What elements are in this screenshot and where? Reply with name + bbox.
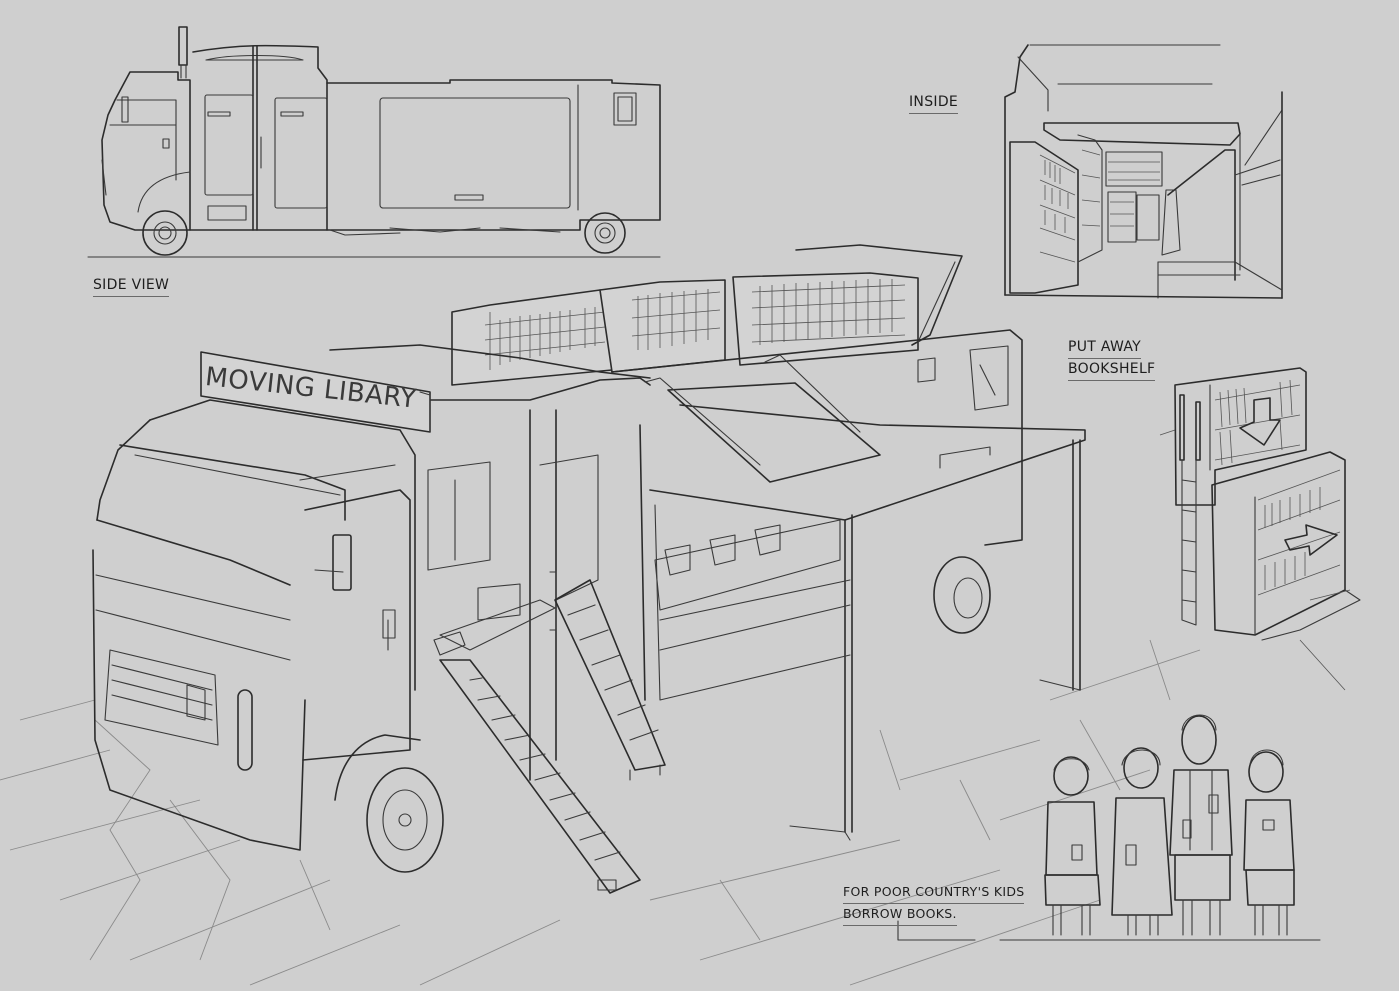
side-view-label: SIDE VIEW <box>93 275 170 297</box>
kids-caption-line1: FOR POOR COUNTRY'S KIDS <box>843 882 1025 904</box>
put-away-bookshelf-drawing <box>1160 368 1360 690</box>
kids-caption: FOR POOR COUNTRY'S KIDS BORROW BOOKS. <box>843 882 1025 926</box>
kid-3 <box>1170 715 1232 935</box>
kid-1 <box>1045 757 1100 935</box>
side-view-label-text: SIDE VIEW <box>93 275 170 297</box>
inside-label: INSIDE <box>909 92 959 114</box>
put-away-label-line1: PUT AWAY <box>1068 337 1142 359</box>
put-away-label-line2: BOOKSHELF <box>1068 359 1156 381</box>
side-view-truck-drawing <box>88 27 660 257</box>
kid-4 <box>1244 750 1294 935</box>
kids-drawing <box>1000 715 1320 940</box>
inside-drawing <box>1005 45 1282 298</box>
kids-caption-line2: BORROW BOOKS. <box>843 904 957 926</box>
put-away-bookshelf-label: PUT AWAY BOOKSHELF <box>1068 337 1156 381</box>
inside-label-text: INSIDE <box>909 92 959 114</box>
kid-2 <box>1112 748 1172 935</box>
main-truck-drawing <box>0 245 1200 985</box>
